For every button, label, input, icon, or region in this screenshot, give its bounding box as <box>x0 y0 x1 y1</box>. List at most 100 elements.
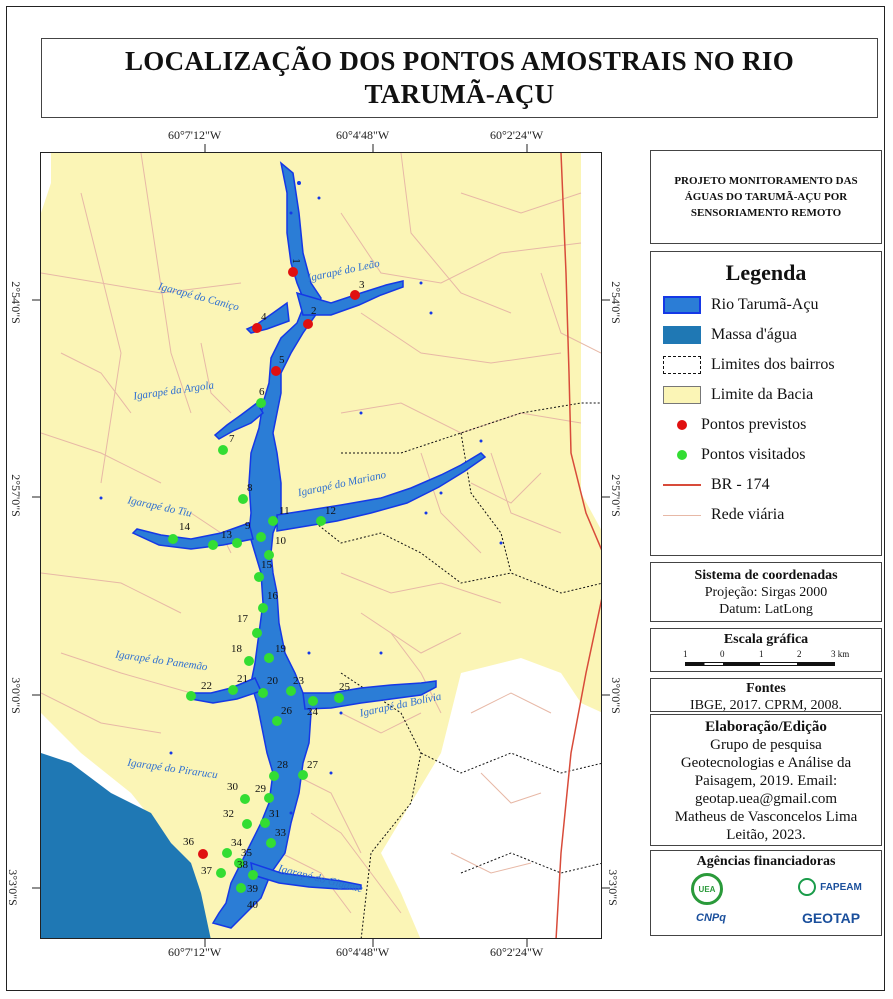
uea-logo-text: UEA <box>698 884 716 894</box>
point-number: 20 <box>267 675 278 687</box>
legend-item-roads: Rede viária <box>663 502 784 528</box>
fapeam-emblem-icon <box>798 878 817 896</box>
point-number: 26 <box>281 705 292 717</box>
pontos-previstos <box>198 267 360 859</box>
point-number: 16 <box>267 590 278 602</box>
legend-title: Legenda <box>725 260 807 285</box>
road-main-swatch <box>663 484 701 486</box>
rio-negro-water-mass <box>41 753 211 938</box>
title-line-2: TARUMÃ-AÇU <box>364 79 555 109</box>
point-number: 19 <box>275 643 286 655</box>
red-dot-icon <box>677 420 687 430</box>
legend-box: Legenda Rio Tarumã-Açu Massa d'água Limi… <box>650 251 882 556</box>
map-area[interactable]: Igarapé do Leão Igarapé do Caniço Igarap… <box>40 152 602 939</box>
coord-system-box: Sistema de coordenadas Projeção: Sirgas … <box>650 562 882 622</box>
point-number: 3 <box>359 279 365 291</box>
point-number: 11 <box>279 505 290 517</box>
sources-title: Fontes <box>746 681 786 696</box>
point-number: 15 <box>261 559 272 571</box>
point-number: 24 <box>307 706 318 718</box>
legend-item-br174: BR - 174 <box>663 472 770 498</box>
point-number: 25 <box>339 681 350 693</box>
point-number: 21 <box>237 673 248 685</box>
legend-item-green-points: Pontos visitados <box>663 442 805 468</box>
credits-title: Elaboração/Edição <box>705 719 827 735</box>
coord-projection: Projeção: Sirgas 2000 <box>704 585 828 600</box>
legend-label-neighborhood: Limites dos bairros <box>711 356 835 373</box>
scale-tick-label: 3 km <box>831 649 850 659</box>
point-number: 27 <box>307 759 318 771</box>
small-water-bodies <box>99 181 503 815</box>
outside-basin-topleft <box>41 153 51 213</box>
cnpq-logo: CNPq <box>681 909 741 927</box>
cnpq-logo-text: CNPq <box>696 912 726 924</box>
credits-line: Paisagem, 2019. Email: <box>694 773 838 789</box>
point-number: 30 <box>227 781 238 793</box>
legend-item-neighborhood: Limites dos bairros <box>663 352 835 378</box>
point-number: 13 <box>221 529 232 541</box>
pontos-visitados <box>168 398 344 893</box>
scale-bar-graphic <box>685 662 835 666</box>
point-number: 39 <box>247 883 258 895</box>
legend-label-br174: BR - 174 <box>711 476 770 493</box>
coord-datum: Datum: LatLong <box>719 602 813 617</box>
legend-item-basin: Limite da Bacia <box>663 382 813 408</box>
point-number: 37 <box>201 865 212 877</box>
scale-bar: 1 0 1 2 3 km <box>651 648 881 672</box>
point-number: 12 <box>325 505 336 517</box>
point-number: 1 <box>289 258 302 264</box>
point-number: 31 <box>269 808 280 820</box>
point-number: 38 <box>237 859 248 871</box>
point-number: 32 <box>223 808 234 820</box>
point-number: 28 <box>277 759 288 771</box>
credits-line: geotap.uea@gmail.com <box>694 791 838 807</box>
map-svg <box>41 153 601 938</box>
funding-title: Agências financiadoras <box>696 854 836 869</box>
basin-swatch <box>663 386 701 404</box>
project-box: PROJETO MONITORAMENTO DAS ÁGUAS DO TARUM… <box>650 150 882 244</box>
point-number: 4 <box>261 311 267 323</box>
credits-line: Grupo de pesquisa <box>710 737 822 753</box>
point-number: 6 <box>259 386 265 398</box>
river-swatch <box>663 296 701 314</box>
point-number: 34 <box>231 837 242 849</box>
scale-tick-label: 0 <box>720 649 725 659</box>
scale-box: Escala gráfica 1 0 1 2 3 km <box>650 628 882 672</box>
point-number: 14 <box>179 521 190 533</box>
point-number: 10 <box>275 535 286 547</box>
outside-basin-southeast <box>381 658 601 938</box>
point-number: 2 <box>311 305 317 317</box>
br-174-road-south <box>555 598 601 938</box>
point-number: 8 <box>247 482 253 494</box>
project-text: PROJETO MONITORAMENTO DAS ÁGUAS DO TARUM… <box>674 175 858 219</box>
point-number: 33 <box>275 827 286 839</box>
rio-taruma-acu <box>131 161 487 929</box>
legend-item-red-points: Pontos previstos <box>663 412 806 438</box>
legend-label-basin: Limite da Bacia <box>711 386 814 403</box>
lon-bottom-2: 60°4'48"W <box>336 945 390 959</box>
geotap-logo-text: GEOTAP <box>801 910 861 926</box>
legend-label-river: Rio Tarumã-Açu <box>711 296 819 313</box>
point-number: 23 <box>293 675 304 687</box>
scale-tick-label: 1 <box>683 649 688 659</box>
geotap-logo: GEOTAP <box>791 907 871 929</box>
fapeam-logo: FAPEAM <box>787 877 873 897</box>
point-number: 36 <box>183 836 194 848</box>
coord-system-title: Sistema de coordenadas <box>694 568 838 583</box>
lon-top-3: 60°2'24"W <box>490 128 544 142</box>
point-number: 18 <box>231 643 242 655</box>
green-dot-icon <box>677 450 687 460</box>
uea-logo: UEA <box>691 873 723 905</box>
lon-top-2: 60°4'48"W <box>336 128 390 142</box>
road-minor-swatch <box>663 514 701 516</box>
legend-label-roads: Rede viária <box>711 506 785 523</box>
fapeam-logo-text: FAPEAM <box>820 881 862 893</box>
dashed-swatch <box>663 356 701 374</box>
scale-tick-label: 2 <box>797 649 802 659</box>
lon-top-1: 60°7'12"W <box>168 128 222 142</box>
legend-item-water: Massa d'água <box>663 322 797 348</box>
legend-label-red-points: Pontos previstos <box>701 416 807 433</box>
sources-box: Fontes IBGE, 2017. CPRM, 2008. <box>650 678 882 713</box>
title-line-1: LOCALIZAÇÃO DOS PONTOS AMOSTRAIS NO RIO <box>124 46 795 76</box>
